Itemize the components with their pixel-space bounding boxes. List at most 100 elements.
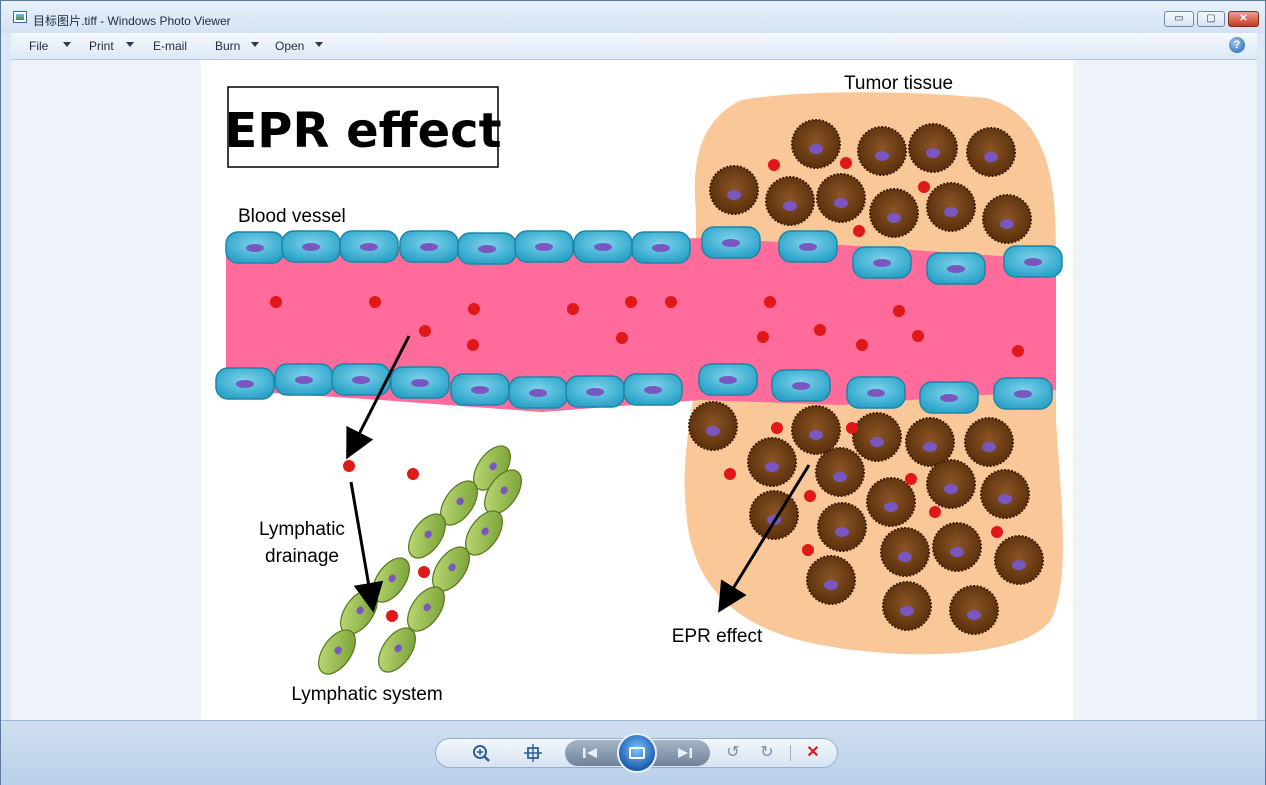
previous-button[interactable] xyxy=(575,740,605,768)
nanoparticle xyxy=(853,225,865,237)
endothelial-cell xyxy=(565,375,625,408)
tumor-cell xyxy=(816,173,866,223)
lymphatic-cell xyxy=(432,546,470,592)
tumor-cell xyxy=(905,417,955,467)
nanoparticle xyxy=(929,506,941,518)
zoom-button[interactable] xyxy=(466,739,500,767)
tumor-cell xyxy=(926,182,976,232)
chevron-down-icon[interactable] xyxy=(63,42,71,47)
nanoparticle xyxy=(724,468,736,480)
tumor-cell xyxy=(908,123,958,173)
endothelial-cell xyxy=(215,367,275,400)
tumor-cell xyxy=(982,194,1032,244)
window-title: 目标图片.tiff - Windows Photo Viewer xyxy=(33,14,231,28)
diagram-title: EPR effect xyxy=(224,103,501,159)
epr-diagram: EPR effect Blood vessel Tumor tissue Lym… xyxy=(215,73,1063,705)
endothelial-cell xyxy=(993,377,1053,410)
endothelial-cell xyxy=(846,376,906,409)
maximize-button[interactable]: ▢ xyxy=(1197,11,1225,27)
tumor-cells xyxy=(688,119,1044,635)
endothelial-cell xyxy=(573,230,633,263)
tumor-cell xyxy=(815,447,865,497)
nanoparticle xyxy=(991,526,1003,538)
tumor-cell xyxy=(966,127,1016,177)
endothelial-cell xyxy=(919,381,979,414)
rotate-counterclockwise-icon[interactable]: ↺ xyxy=(726,744,740,761)
control-bar: ↺ ↻ ✕ xyxy=(1,720,1265,785)
endothelial-cell xyxy=(390,366,450,399)
nanoparticle xyxy=(1012,345,1024,357)
endothelial-cell xyxy=(457,232,517,265)
chevron-down-icon[interactable] xyxy=(315,42,323,47)
drainage-arrow-2 xyxy=(349,481,384,613)
tumor-cell xyxy=(791,119,841,169)
nanoparticle xyxy=(419,325,431,337)
menu-email[interactable]: E-mail xyxy=(153,39,188,53)
control-pill: ↺ ↻ ✕ xyxy=(435,733,838,773)
chevron-down-icon[interactable] xyxy=(126,42,134,47)
nanoparticle xyxy=(918,181,930,193)
tumor-cell xyxy=(747,437,797,487)
nanoparticle xyxy=(343,460,355,472)
tumor-cell xyxy=(791,405,841,455)
displayed-image: EPR effect Blood vessel Tumor tissue Lym… xyxy=(201,60,1073,720)
tumor-cell xyxy=(926,459,976,509)
endothelial-cell xyxy=(852,246,912,279)
tumor-cell xyxy=(964,417,1014,467)
epr-effect-label: EPR effect xyxy=(672,626,763,647)
close-button[interactable]: ✕ xyxy=(1228,11,1259,27)
slideshow-icon[interactable] xyxy=(617,733,657,773)
nanoparticle xyxy=(840,157,852,169)
lymphatic-cell xyxy=(318,629,356,675)
endothelial-cell xyxy=(514,230,574,263)
actual-size-button[interactable] xyxy=(520,739,546,767)
menu-open[interactable]: Open xyxy=(275,39,305,53)
lymphatic-cell xyxy=(407,586,445,632)
endothelial-cell xyxy=(623,373,683,406)
nanoparticle xyxy=(625,296,637,308)
endothelial-cell xyxy=(631,231,691,264)
nanoparticle xyxy=(802,544,814,556)
nanoparticle xyxy=(386,610,398,622)
zoom-icon xyxy=(473,745,490,762)
nanoparticle xyxy=(804,490,816,502)
delete-icon[interactable]: ✕ xyxy=(806,744,820,761)
lymphatic-system-label: Lymphatic system xyxy=(291,684,442,705)
endothelial-cell xyxy=(331,363,391,396)
chevron-down-icon[interactable] xyxy=(251,42,259,47)
endothelial-cell xyxy=(926,252,986,285)
rotate-clockwise-icon[interactable]: ↻ xyxy=(760,744,774,761)
tumor-cell xyxy=(688,401,738,451)
endothelial-cells xyxy=(215,226,1063,414)
help-icon[interactable]: ? xyxy=(1229,37,1245,53)
minimize-button[interactable]: ▭ xyxy=(1164,11,1194,27)
endothelial-cell xyxy=(450,373,510,406)
menu-burn[interactable]: Burn xyxy=(215,39,241,53)
fit-icon xyxy=(524,744,542,762)
tumor-cell xyxy=(882,581,932,631)
endothelial-cell xyxy=(701,226,761,259)
tumor-cell xyxy=(749,490,799,540)
title-box xyxy=(227,86,499,168)
tumor-cell xyxy=(857,126,907,176)
tumor-cell xyxy=(709,165,759,215)
tumor-tissue-label: Tumor tissue xyxy=(844,73,953,94)
drainage-arrow-1 xyxy=(346,335,411,460)
menu-print[interactable]: Print xyxy=(89,39,114,53)
tumor-cell xyxy=(765,176,815,226)
title-bar[interactable]: 目标图片.tiff - Windows Photo Viewer ▭ ▢ ✕ xyxy=(1,1,1265,33)
menu-file[interactable]: File xyxy=(29,39,49,53)
lymphatic-cell xyxy=(465,510,503,556)
lymphatic-cells xyxy=(318,445,522,675)
nanoparticle xyxy=(757,331,769,343)
lymphatic-cell xyxy=(484,469,522,515)
nanoparticles xyxy=(270,157,1024,622)
photo-viewer-icon xyxy=(13,11,27,23)
tumor-cell xyxy=(880,527,930,577)
endothelial-cell xyxy=(399,230,459,263)
tumor-cell xyxy=(852,412,902,462)
next-button[interactable] xyxy=(670,740,700,768)
nanoparticle xyxy=(270,296,282,308)
tumor-cell xyxy=(817,502,867,552)
